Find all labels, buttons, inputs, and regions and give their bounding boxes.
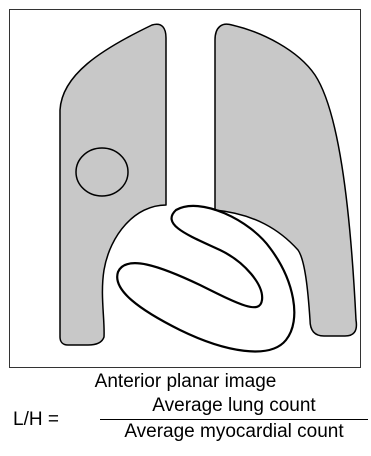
image-caption-title: Anterior planar image bbox=[0, 371, 371, 393]
left-lung bbox=[60, 24, 166, 345]
formula-fraction: Average lung count Average myocardial co… bbox=[100, 395, 368, 443]
myocardium-outline bbox=[117, 206, 294, 352]
lh-ratio-formula: L/H = Average lung count Average myocard… bbox=[0, 395, 371, 455]
fraction-bar bbox=[100, 419, 368, 420]
right-lung bbox=[215, 24, 356, 336]
anterior-planar-image bbox=[0, 0, 371, 370]
formula-numerator: Average lung count bbox=[100, 395, 368, 417]
formula-lhs: L/H = bbox=[13, 409, 59, 431]
formula-denominator: Average myocardial count bbox=[100, 421, 368, 443]
